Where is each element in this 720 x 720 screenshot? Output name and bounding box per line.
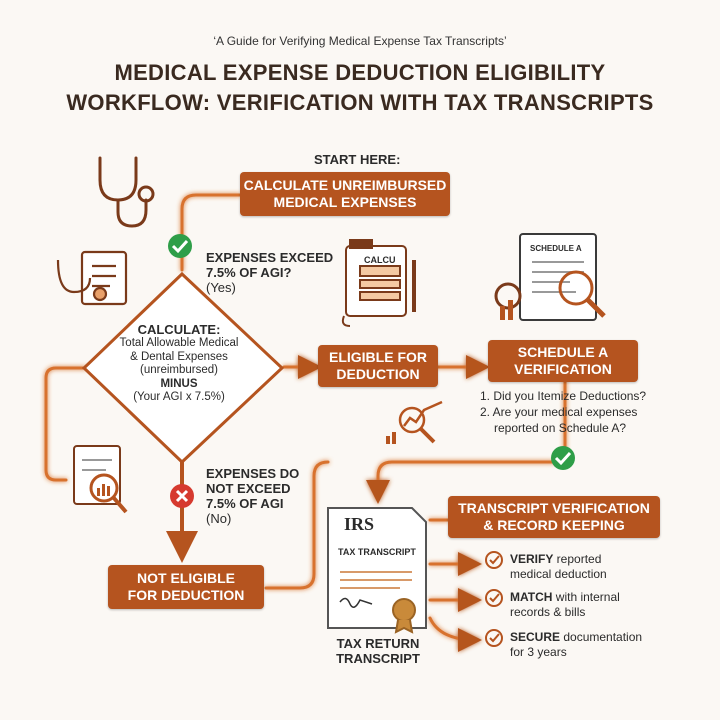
action-secure-rest: documentation xyxy=(560,630,643,644)
action-secure: SECURE documentation for 3 years xyxy=(510,630,690,660)
schedule-a-document-icon xyxy=(494,233,606,321)
action-verify-line-2: medical deduction xyxy=(510,567,607,581)
no-line-3: 7.5% OF AGI xyxy=(206,496,284,511)
transcript-verification-box: TRANSCRIPT VERIFICATION & RECORD KEEPING xyxy=(448,496,660,538)
title-line-2: WORKFLOW: VERIFICATION WITH TAX TRANSCRI… xyxy=(66,90,654,115)
eligible-line-2: DEDUCTION xyxy=(336,366,420,382)
calculator-icon xyxy=(341,239,416,327)
page-title: MEDICAL EXPENSE DEDUCTION ELIGIBILITY WO… xyxy=(0,58,720,118)
irs-doc-heading: TAX TRANSCRIPT xyxy=(338,547,416,557)
yes-check-icon xyxy=(168,234,192,258)
diamond-heading: CALCULATE: xyxy=(137,322,221,337)
irs-caption-line-1: TAX RETURN xyxy=(336,636,420,651)
medical-clipboard-icon xyxy=(56,250,128,306)
action-secure-line-2: for 3 years xyxy=(510,645,567,659)
action-match-line-2: records & bills xyxy=(510,605,586,619)
chart-magnifier-icon xyxy=(386,400,443,444)
line-noteligible-to-transcript xyxy=(264,460,330,590)
start-label: START HERE: xyxy=(314,152,401,167)
action-verify: VERIFY reported medical deduction xyxy=(510,552,690,582)
stethoscope-icon xyxy=(98,156,155,228)
action-verify-bold: VERIFY xyxy=(510,552,554,566)
irs-doc-caption: TAX RETURN TRANSCRIPT xyxy=(326,636,430,666)
yes-line-3: (Yes) xyxy=(206,280,236,295)
action-match: MATCH with internal records & bills xyxy=(510,590,690,620)
schedule-a-line-1: SCHEDULE A xyxy=(517,344,609,360)
no-x-icon xyxy=(170,484,194,508)
schedule-check-icon xyxy=(551,446,575,470)
irs-transcript-document xyxy=(327,507,427,634)
title-line-1: MEDICAL EXPENSE DEDUCTION ELIGIBILITY xyxy=(114,60,606,85)
action-check-icons xyxy=(485,551,503,647)
action-match-bold: MATCH xyxy=(510,590,553,604)
report-document-icon xyxy=(73,445,128,514)
yes-branch-label: EXPENSES EXCEED 7.5% OF AGI? (Yes) xyxy=(206,250,333,295)
schedule-a-box: SCHEDULE A VERIFICATION xyxy=(488,340,638,382)
yes-line-2: 7.5% OF AGI? xyxy=(206,265,292,280)
not-eligible-box: NOT ELIGIBLE FOR DEDUCTION xyxy=(108,565,264,609)
diamond-line-2: & Dental Expenses xyxy=(130,350,228,363)
no-line-2: NOT EXCEED xyxy=(206,481,291,496)
decision-diamond xyxy=(81,271,285,465)
start-box: CALCULATE UNREIMBURSED MEDICAL EXPENSES xyxy=(240,172,450,216)
action-verify-rest: reported xyxy=(553,552,602,566)
line-doc-to-secure xyxy=(428,616,482,652)
no-branch-label: EXPENSES DO NOT EXCEED 7.5% OF AGI (No) xyxy=(206,466,299,526)
start-box-line-2: MEDICAL EXPENSES xyxy=(273,194,417,210)
start-box-line-1: CALCULATE UNREIMBURSED xyxy=(243,177,447,193)
line-start-to-diamond xyxy=(180,193,242,272)
schedule-a-icon-label: SCHEDULE A xyxy=(530,244,582,253)
line-schedule-to-transcript xyxy=(366,378,567,504)
diamond-line-1: Total Allowable Medical xyxy=(119,337,239,349)
action-match-rest: with internal xyxy=(552,590,620,604)
irs-logo: IRS xyxy=(344,514,375,534)
eligible-box: ELIGIBLE FOR DEDUCTION xyxy=(318,345,438,387)
diamond-minus: MINUS xyxy=(160,377,198,390)
guide-subtitle: ‘A Guide for Verifying Medical Expense T… xyxy=(213,34,507,48)
no-line-1: EXPENSES DO xyxy=(206,466,300,481)
not-eligible-line-2: FOR DEDUCTION xyxy=(127,587,245,603)
transcript-box-line-2: & RECORD KEEPING xyxy=(483,517,625,533)
diamond-line-3: (unreimbursed) xyxy=(140,364,218,376)
transcript-box-line-1: TRANSCRIPT VERIFICATION xyxy=(458,500,650,516)
line-left-loop xyxy=(44,366,92,482)
action-secure-bold: SECURE xyxy=(510,630,561,644)
schedule-a-line-2: VERIFICATION xyxy=(514,361,612,377)
schedule-a-question-2b: reported on Schedule A? xyxy=(494,421,627,435)
not-eligible-line-1: NOT ELIGIBLE xyxy=(137,570,235,586)
yes-line-1: EXPENSES EXCEED xyxy=(206,250,334,265)
diamond-text: CALCULATE: Total Allowable Medical & Den… xyxy=(102,322,256,405)
irs-caption-line-2: TRANSCRIPT xyxy=(336,651,420,666)
diamond-line-4: (Your AGI x 7.5%) xyxy=(133,391,225,403)
schedule-a-questions: 1. Did you Itemize Deductions? 2. Are yo… xyxy=(480,388,720,436)
schedule-a-question-2a: 2. Are your medical expenses xyxy=(480,405,638,419)
eligible-line-1: ELIGIBLE FOR xyxy=(329,349,427,365)
schedule-a-question-1: 1. Did you Itemize Deductions? xyxy=(480,389,647,403)
no-line-4: (No) xyxy=(206,511,232,526)
calculator-label: CALCU xyxy=(364,255,396,265)
